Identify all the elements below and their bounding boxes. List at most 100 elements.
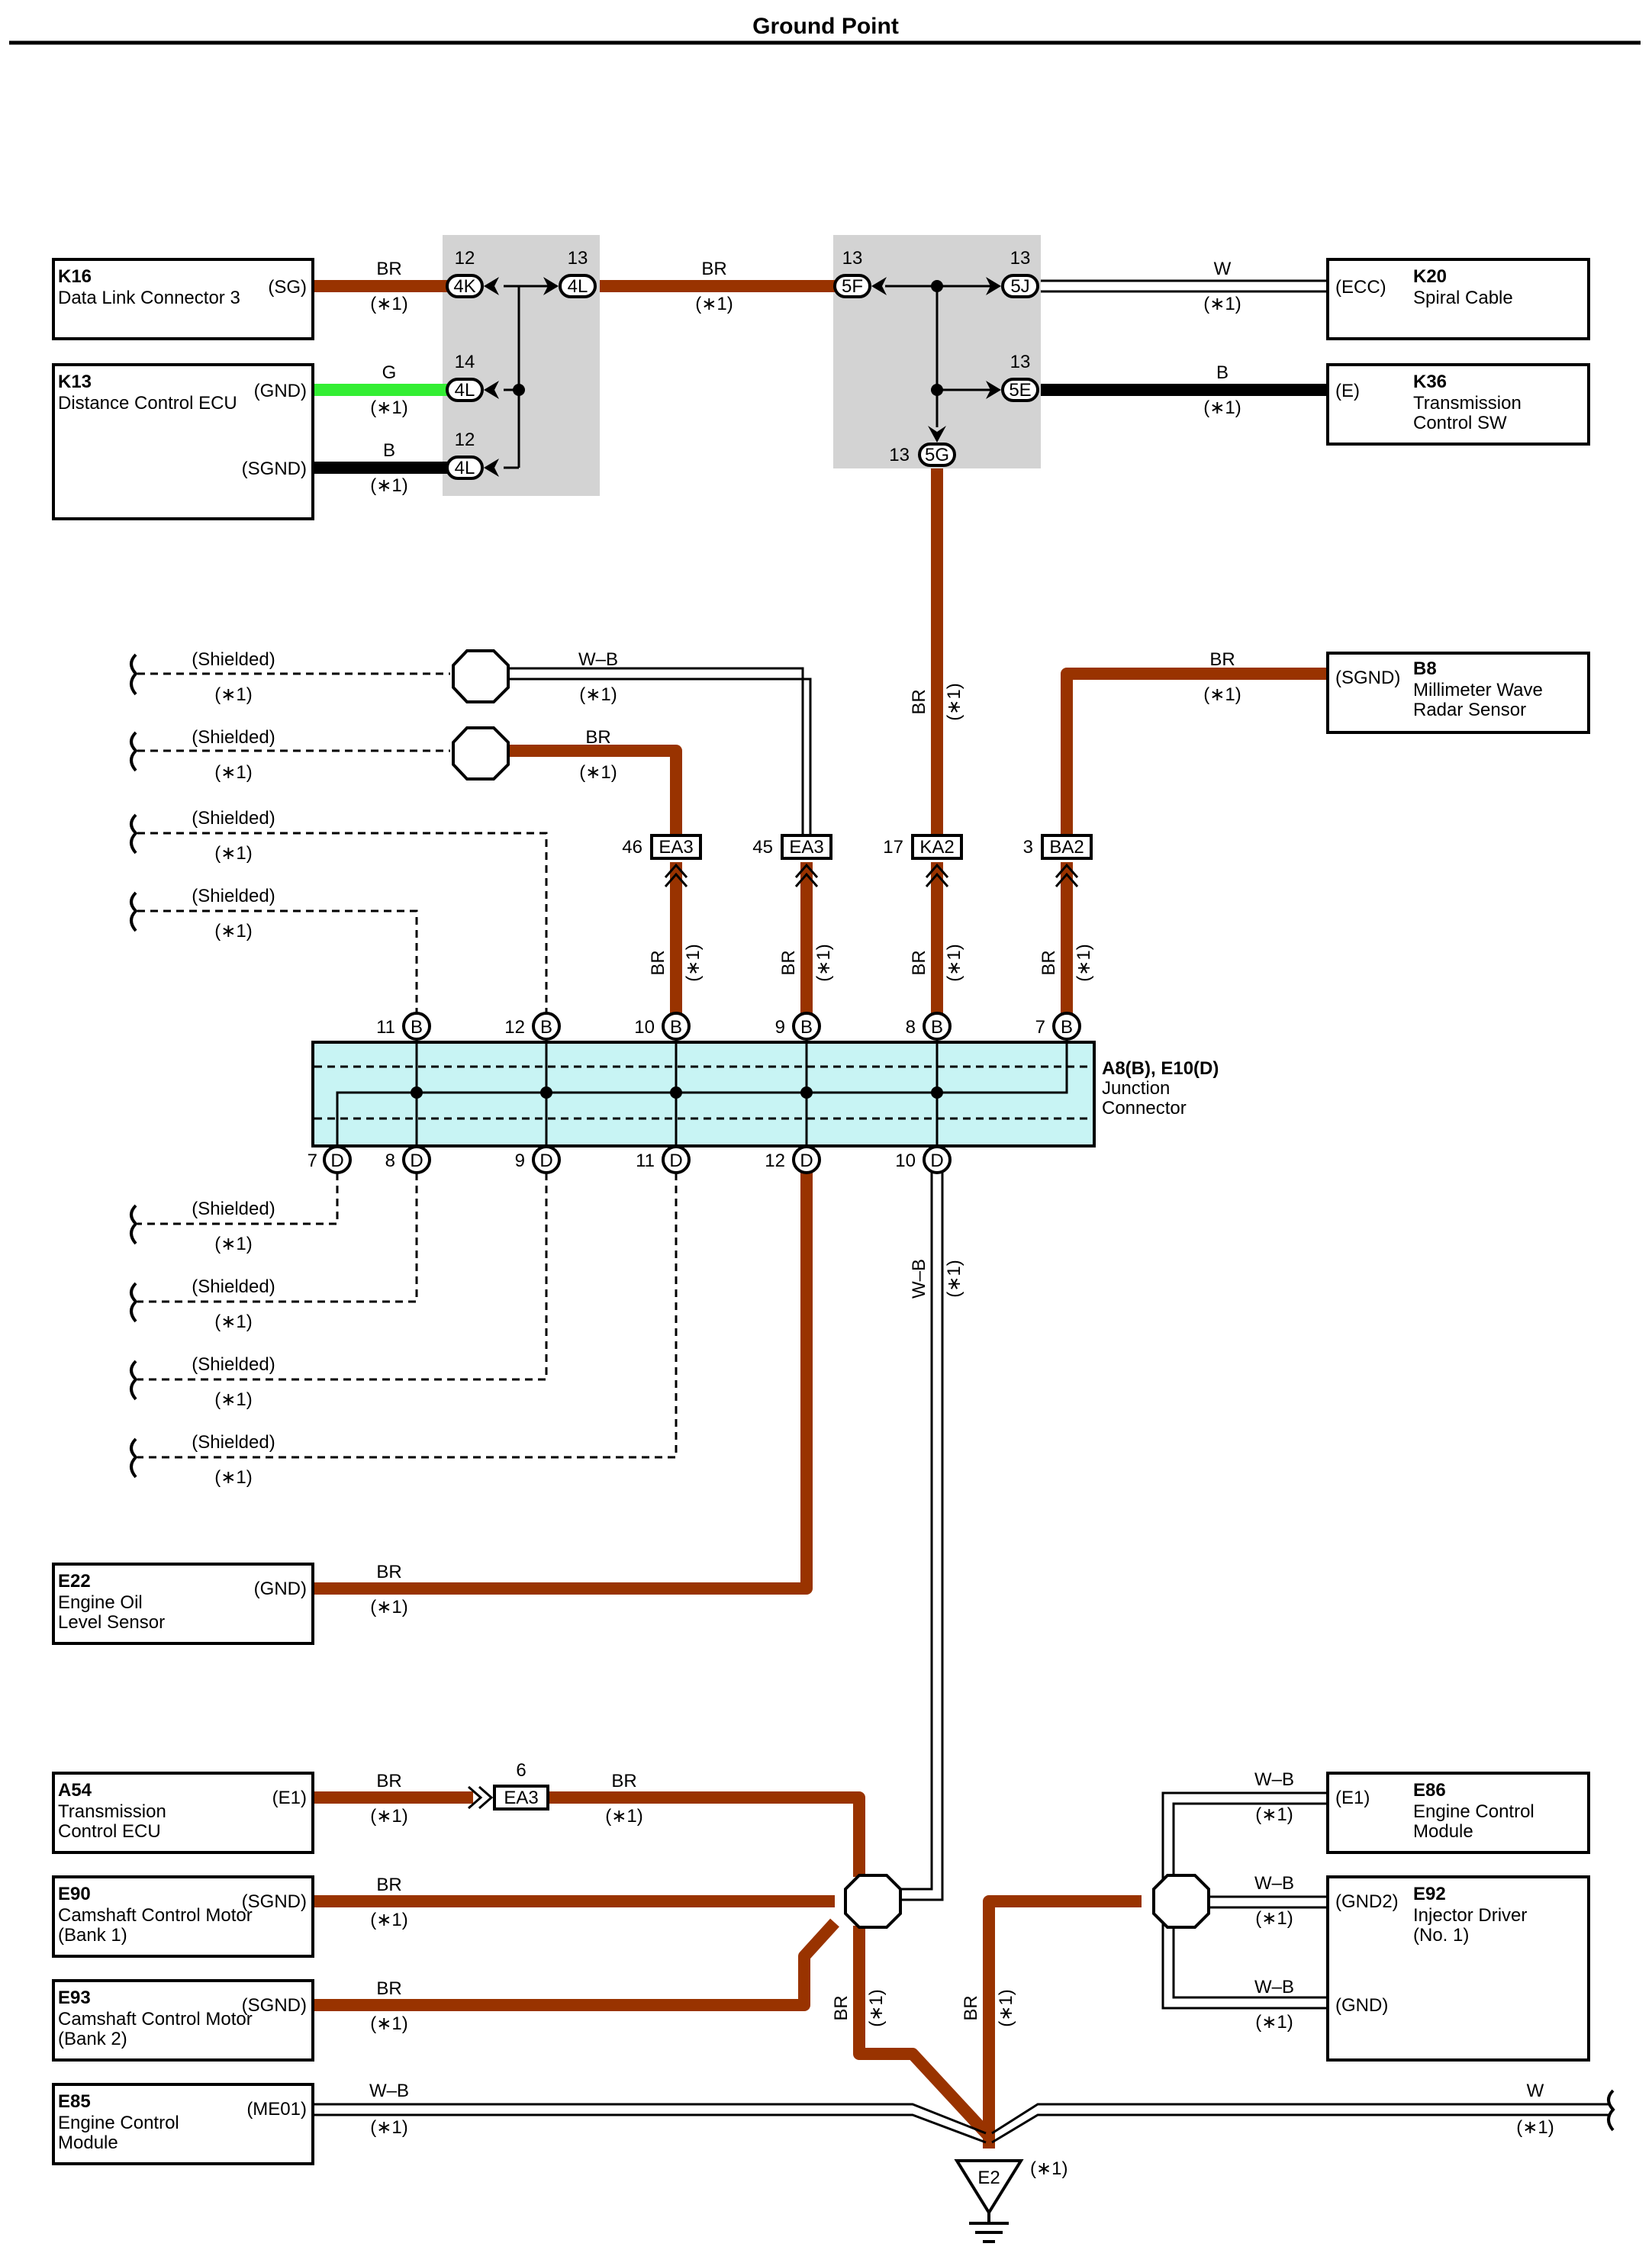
svg-text:B: B xyxy=(931,1017,943,1038)
page-title: Ground Point xyxy=(752,14,899,39)
svg-text:9: 9 xyxy=(515,1151,525,1171)
svg-text:(∗1): (∗1) xyxy=(579,762,617,783)
svg-text:BR: BR xyxy=(611,1771,636,1791)
component-code: K16 xyxy=(58,266,92,287)
svg-text:(∗1): (∗1) xyxy=(370,1597,407,1617)
svg-text:W–B: W–B xyxy=(1254,1873,1294,1894)
component-e22: E22 Engine Oil Level Sensor (GND) xyxy=(52,1563,314,1645)
svg-text:BR: BR xyxy=(376,1978,401,1999)
svg-text:(∗1): (∗1) xyxy=(370,1910,407,1930)
component-code: K13 xyxy=(58,372,92,392)
svg-text:(Shielded): (Shielded) xyxy=(192,1276,275,1297)
svg-text:5F: 5F xyxy=(842,276,863,297)
junction-top-pins: B 11 B 12 B 10 B 9 B 8 B 7 xyxy=(376,1012,1081,1041)
component-name: Module xyxy=(1413,1821,1473,1842)
svg-text:13: 13 xyxy=(842,248,863,269)
junction-dot xyxy=(411,1086,423,1099)
svg-text:8: 8 xyxy=(385,1151,395,1171)
wire-shield1-wb-b xyxy=(496,678,812,839)
component-code: E85 xyxy=(58,2091,91,2112)
svg-text:(∗1): (∗1) xyxy=(214,1467,252,1488)
connector-4k: 4K 12 xyxy=(446,248,484,298)
splice-shield-2 xyxy=(452,726,510,781)
svg-text:(∗1): (∗1) xyxy=(370,398,407,418)
component-name: Data Link Connector 3 xyxy=(58,288,240,308)
connector-ba2: BA2 3 xyxy=(1023,834,1093,887)
svg-text:W: W xyxy=(1214,259,1232,279)
svg-text:D: D xyxy=(800,1151,813,1171)
svg-text:7: 7 xyxy=(1035,1017,1045,1038)
svg-text:E2: E2 xyxy=(977,2168,1000,2188)
svg-text:B: B xyxy=(800,1017,813,1038)
junction-label: A8(B), E10(D) xyxy=(1102,1058,1219,1079)
svg-text:(Shielded): (Shielded) xyxy=(192,649,275,670)
svg-text:5E: 5E xyxy=(1009,380,1031,401)
junction-dot xyxy=(800,1086,813,1099)
svg-text:(∗1): (∗1) xyxy=(605,1806,642,1827)
junction-connector xyxy=(311,1041,1096,1147)
wire-e22-br xyxy=(313,1167,813,1595)
svg-text:B: B xyxy=(540,1017,552,1038)
svg-text:46: 46 xyxy=(622,837,642,858)
splice-bottom-left xyxy=(844,1874,902,1929)
svg-text:(Shielded): (Shielded) xyxy=(192,886,275,906)
svg-text:BR: BR xyxy=(376,1771,401,1791)
splice-dot xyxy=(931,280,943,292)
brace-icon xyxy=(130,653,1615,2132)
connector-5f: 5F 13 xyxy=(833,248,871,298)
wire-right-w-a xyxy=(991,2103,1610,2135)
svg-text:BR: BR xyxy=(376,1562,401,1582)
junction-bus-bottom xyxy=(336,1091,417,1160)
svg-text:W–B: W–B xyxy=(1254,1769,1294,1790)
component-pin: (SGND) xyxy=(242,1891,307,1912)
component-k36: (E) K36 Transmission Control SW xyxy=(1326,363,1590,446)
svg-text:(∗1): (∗1) xyxy=(579,684,617,705)
svg-text:11: 11 xyxy=(636,1151,655,1171)
splice-bottom-right xyxy=(1152,1874,1210,1929)
svg-text:4L: 4L xyxy=(455,458,475,478)
svg-text:D: D xyxy=(410,1151,423,1171)
component-name: Transmission xyxy=(58,1801,166,1822)
svg-text:D: D xyxy=(539,1151,552,1171)
junction-label: Connector xyxy=(1102,1098,1187,1119)
component-code: E92 xyxy=(1413,1884,1446,1904)
component-e93: E93 Camshaft Control Motor (Bank 2) (SGN… xyxy=(52,1979,314,2062)
splice-dot xyxy=(513,384,525,396)
svg-text:W–B: W–B xyxy=(578,649,618,670)
component-pin: (SGND) xyxy=(1335,668,1400,688)
svg-text:EA3: EA3 xyxy=(659,837,693,858)
component-code: E22 xyxy=(58,1571,91,1592)
wire-b8-br xyxy=(1061,668,1328,835)
svg-text:(Shielded): (Shielded) xyxy=(192,1354,275,1375)
chevron-right-icon xyxy=(484,277,1001,477)
svg-text:EA3: EA3 xyxy=(504,1788,538,1808)
svg-text:(∗1): (∗1) xyxy=(370,2117,407,2138)
svg-text:KA2: KA2 xyxy=(919,837,954,858)
svg-text:(∗1): (∗1) xyxy=(214,921,252,941)
svg-text:BR: BR xyxy=(831,1995,852,2020)
svg-text:BR: BR xyxy=(1209,649,1235,670)
svg-text:3: 3 xyxy=(1023,837,1033,858)
svg-text:13: 13 xyxy=(1010,352,1031,372)
shield-7-dash xyxy=(137,1160,548,1381)
component-name: Control ECU xyxy=(58,1821,161,1842)
component-pin: (SGND) xyxy=(242,1995,307,2016)
svg-text:(∗1): (∗1) xyxy=(214,684,252,705)
component-e86: (E1) E86 Engine Control Module xyxy=(1326,1772,1590,1854)
svg-text:(∗1): (∗1) xyxy=(1255,1908,1293,1929)
svg-text:45: 45 xyxy=(752,837,773,858)
svg-text:(∗1): (∗1) xyxy=(1074,944,1094,981)
shielded-labels: (Shielded) (∗1) (Shielded) (∗1) (Shielde… xyxy=(192,649,275,1488)
component-pin: (SG) xyxy=(268,277,307,298)
connector-5g: 5G 13 xyxy=(889,443,956,467)
connector-4l-b: 4L 12 xyxy=(446,430,484,480)
svg-text:10: 10 xyxy=(895,1151,916,1171)
svg-text:B: B xyxy=(1061,1017,1073,1038)
component-code: K36 xyxy=(1413,372,1447,392)
svg-text:4L: 4L xyxy=(568,276,588,297)
svg-text:EA3: EA3 xyxy=(789,837,823,858)
svg-text:W–B: W–B xyxy=(1254,1977,1294,1997)
svg-text:W: W xyxy=(1527,2081,1544,2101)
wire-labels: BR (∗1) G (∗1) B (∗1) BR (∗1) W (∗1) B (… xyxy=(369,259,1554,2138)
component-pin: (GND) xyxy=(254,381,307,401)
